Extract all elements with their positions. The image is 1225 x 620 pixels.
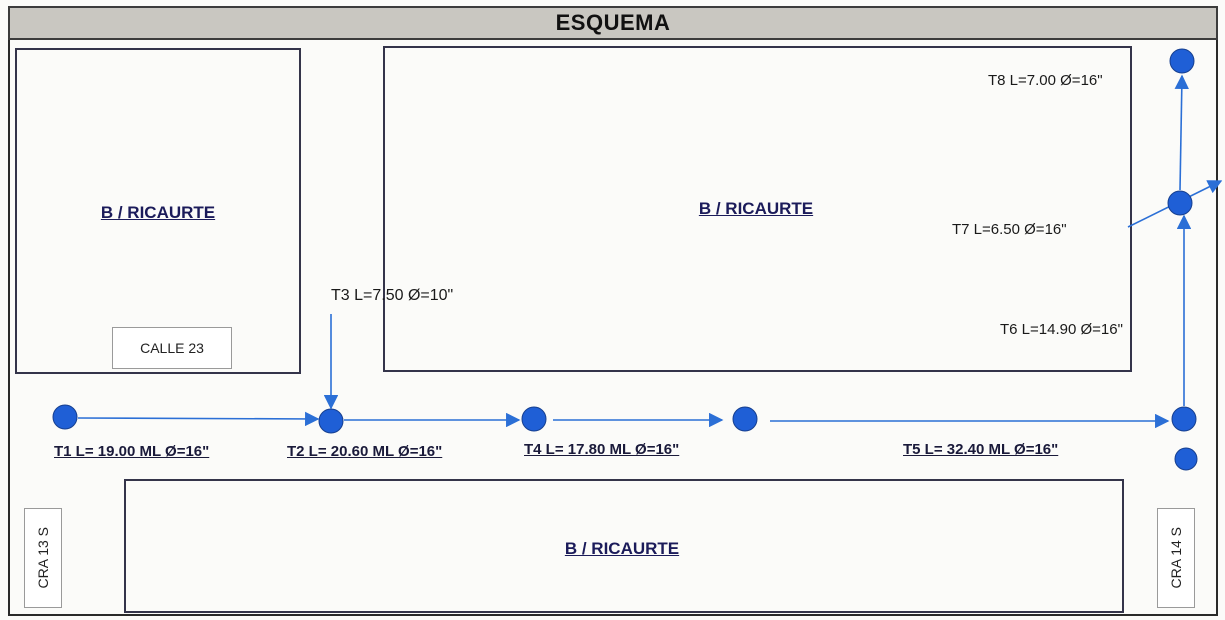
segment-label-t2: T2 L= 20.60 ML Ø=16" [287,443,443,460]
frame-right-border [1216,40,1218,616]
node-6 [1174,447,1198,471]
frame-left-border [8,40,10,616]
frame-bottom-border [8,614,1218,616]
node-5 [1171,406,1197,432]
node-3 [521,406,547,432]
pipe-t1 [77,411,320,427]
node-4 [732,406,758,432]
segment-label-t3: T3 L=7.50 Ø=10" [331,287,454,304]
schema-title: ESQUEMA [8,6,1218,40]
segment-label-t8: T8 L=7.00 Ø=16" [988,72,1103,89]
block-top-right-label: B / RICAURTE [698,199,814,218]
pipe-t8 [1174,74,1189,191]
node-2 [318,408,344,434]
segment-label-t4: T4 L= 17.80 ML Ø=16" [524,441,680,458]
block-bottom-label: B / RICAURTE [564,539,680,558]
node-8 [1169,48,1195,74]
block-top-right [383,46,1132,372]
block-top-left-label: B / RICAURTE [100,203,216,222]
street-cra-13-s: CRA 13 S [24,508,62,608]
node-1 [52,404,78,430]
segment-label-t1: T1 L= 19.00 ML Ø=16" [54,443,210,460]
block-top-left [15,48,301,374]
node-7 [1167,190,1193,216]
street-cra-14-s: CRA 14 S [1157,508,1195,608]
segment-label-t7: T7 L=6.50 Ø=16" [952,221,1067,238]
block-bottom [124,479,1124,613]
segment-label-t6: T6 L=14.90 Ø=16" [1000,321,1123,338]
street-calle-23: CALLE 23 [112,327,232,369]
segment-label-t5: T5 L= 32.40 ML Ø=16" [903,441,1059,458]
